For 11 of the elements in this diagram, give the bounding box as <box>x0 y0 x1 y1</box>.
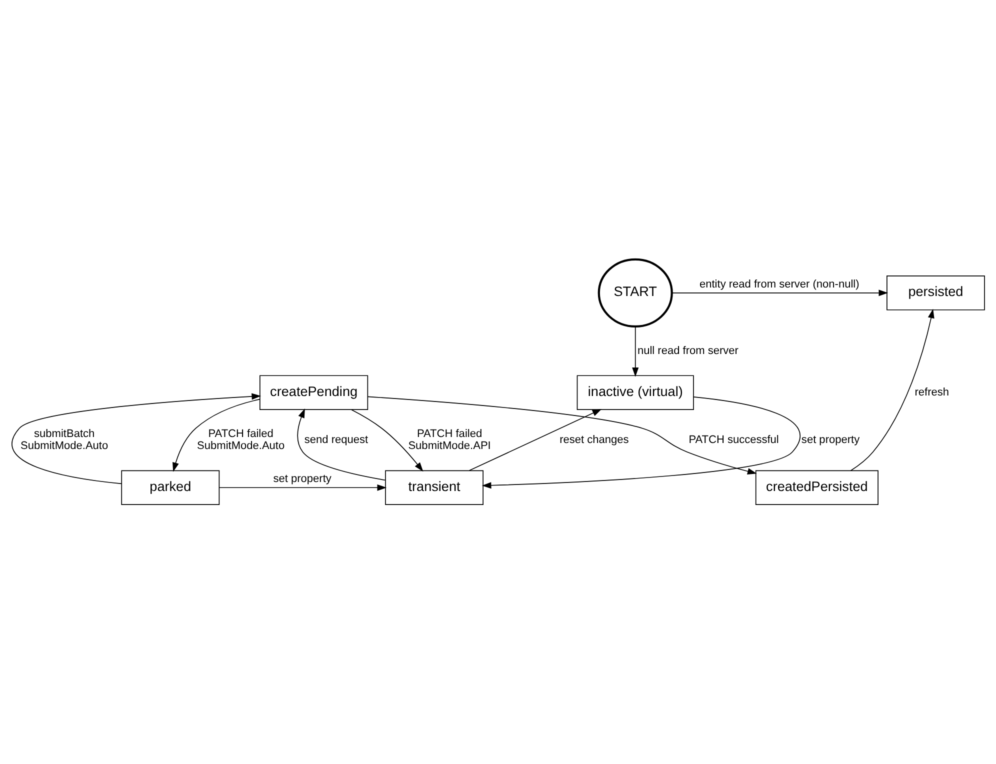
edge-label: PATCH successful <box>688 434 779 446</box>
edge-label: PATCH failed SubmitMode.API <box>408 428 491 452</box>
edge-label: refresh <box>914 386 950 398</box>
edge-label: send request <box>304 434 368 446</box>
edge-label: set property <box>801 434 860 446</box>
edge-label: null read from server <box>637 344 738 357</box>
edge-label: PATCH failed SubmitMode.Auto <box>197 428 285 452</box>
edge-label: submitBatch SubmitMode.Auto <box>20 428 108 452</box>
edge-label: entity read from server (non-null) <box>700 278 860 290</box>
edge-label: set property <box>273 473 332 486</box>
edge-label: reset changes <box>560 434 629 446</box>
